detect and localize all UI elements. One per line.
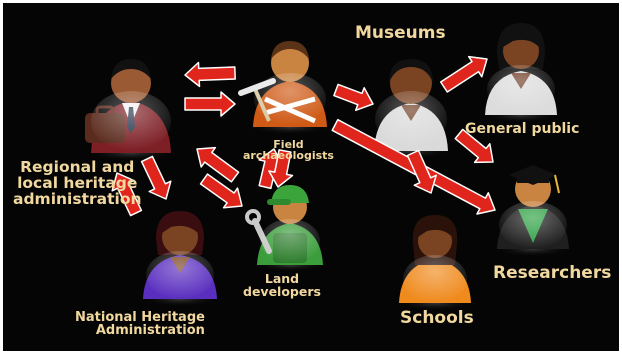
archaeologist-with-pickaxe-icon	[238, 41, 334, 135]
label-general-public: General public	[465, 121, 580, 137]
label-land-developers: Land developers	[243, 271, 321, 299]
businessman-with-briefcase-icon	[85, 59, 177, 161]
worker-with-wrench-icon	[245, 185, 328, 272]
woman-white-shirt-icon	[481, 23, 561, 123]
arrow-regional-field-to-developers	[199, 173, 243, 209]
label-national-heritage-administration: National Heritage Administration	[75, 310, 205, 339]
arrow-museums-to-researchers	[454, 128, 494, 164]
label-field-archaeologists: Field archaeologists	[243, 138, 334, 163]
arrow-national-to-regional	[111, 172, 143, 217]
label-researchers: Researchers	[493, 263, 612, 283]
label-museums: Museums	[355, 23, 446, 43]
label-regional-local-heritage-administration: Regional and local heritage administrati…	[13, 158, 142, 208]
arrow-regional-to-national	[140, 155, 172, 200]
stakeholder-diagram	[85, 23, 573, 311]
arrow-regional-to-field	[184, 91, 236, 117]
woman-purple-shirt-icon	[138, 211, 222, 307]
arrow-field-to-developers	[268, 149, 294, 188]
girl-orange-shirt-icon	[395, 215, 475, 311]
arrow-museums-to-general-public	[439, 55, 488, 93]
graduate-cap-icon	[493, 165, 573, 257]
arrow-developers-to-regional	[196, 146, 240, 183]
arrows-layer	[111, 55, 496, 217]
arrow-field-to-museums	[333, 83, 374, 112]
person-white-shirt-icon	[369, 59, 453, 159]
label-schools: Schools	[400, 308, 474, 328]
arrow-museums-to-schools	[406, 149, 437, 194]
arrow-field-to-regional	[184, 61, 236, 88]
diagram-canvas: Museums General public Regional and loca…	[3, 3, 619, 351]
